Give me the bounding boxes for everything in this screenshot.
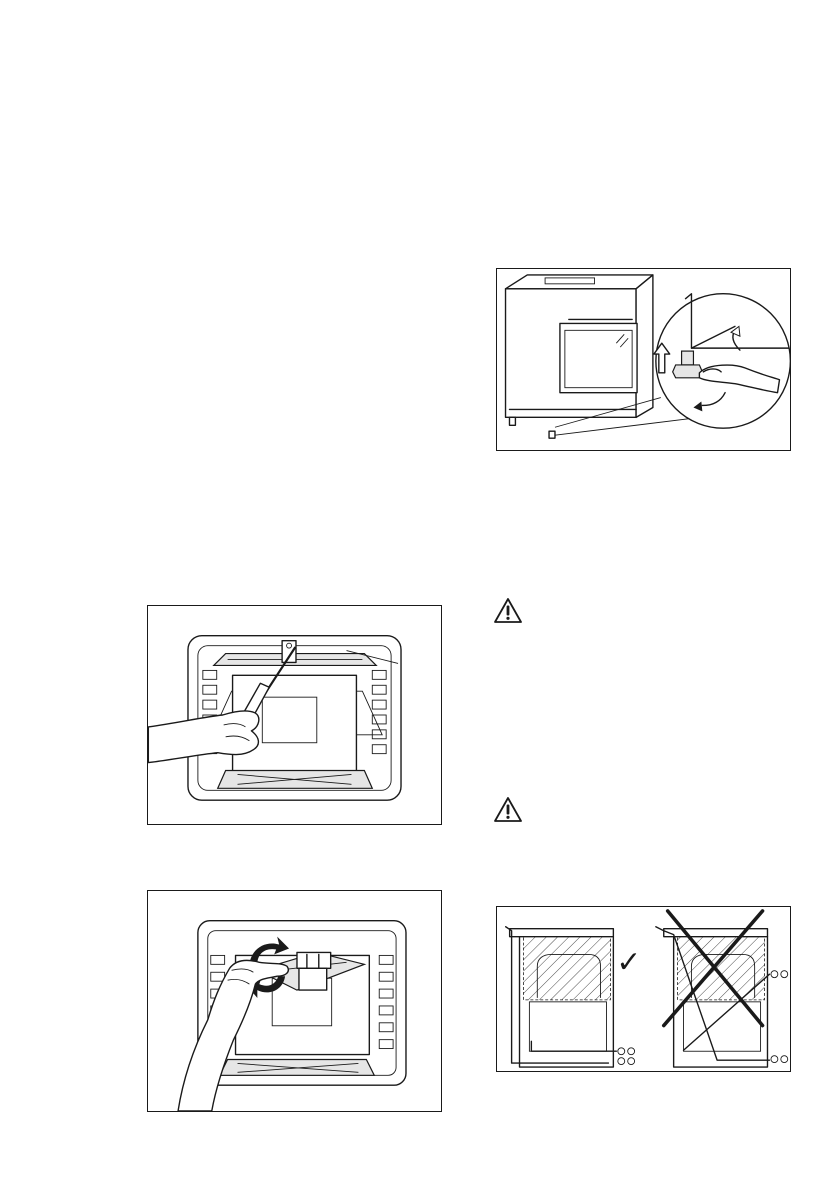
warning-triangle-icon: [493, 597, 523, 624]
figure-grease-filter-rotate: [147, 890, 442, 1112]
figure-oven-leveling: [496, 268, 791, 451]
cooker-leveling-illustration: [497, 269, 790, 450]
oven-cavity-screwdriver-illustration: [148, 606, 441, 824]
warning-icon-2: [493, 796, 523, 823]
figure-lamp-cover-removal: [147, 605, 442, 825]
figure-anti-tilt-cable: ✓: [496, 906, 791, 1072]
warning-triangle-icon: [493, 796, 523, 823]
correct-check-icon: ✓: [616, 944, 641, 979]
oven-cavity-rotate-illustration: [148, 891, 441, 1111]
cable-routing-illustration: ✓: [497, 907, 790, 1071]
warning-icon-1: [493, 597, 523, 624]
